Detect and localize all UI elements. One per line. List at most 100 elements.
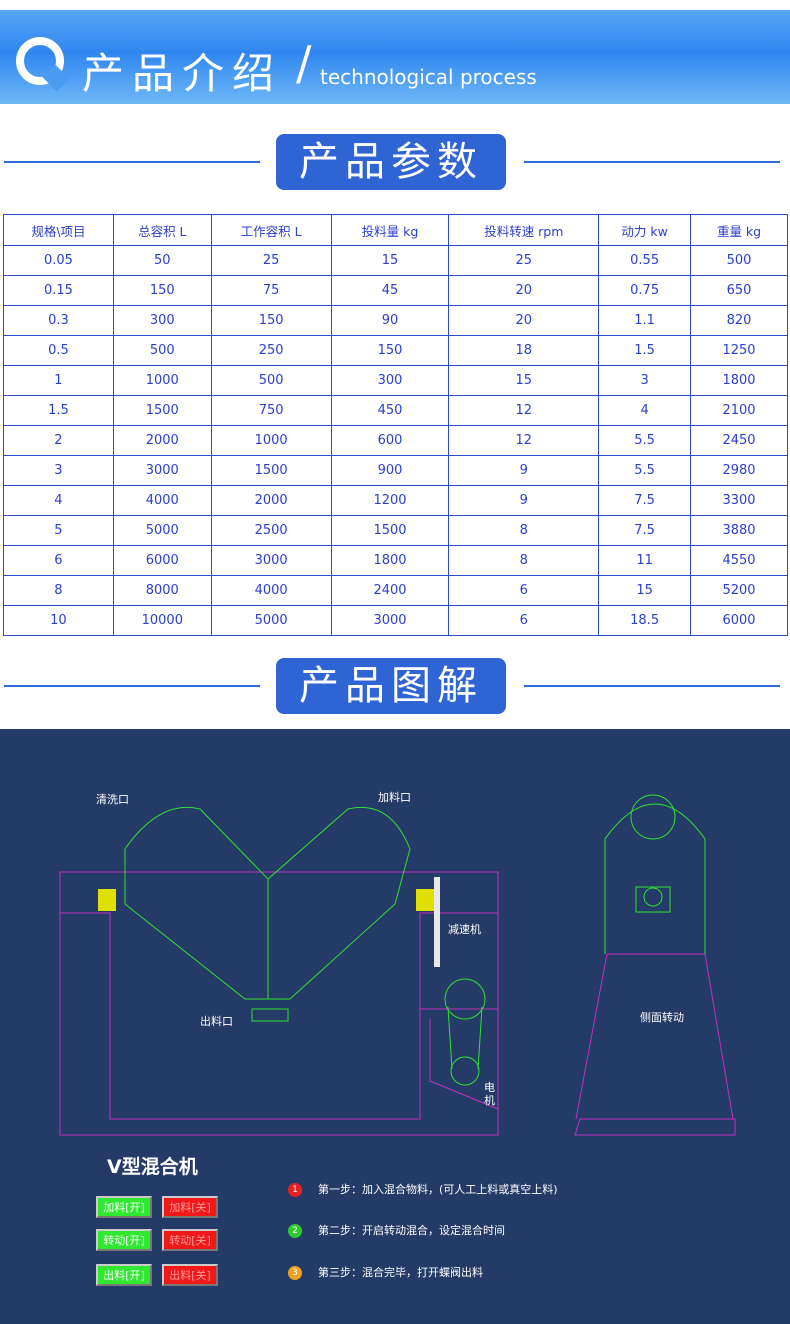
table-cell: 5 [3, 515, 114, 546]
table-cell: 7.5 [598, 515, 692, 546]
table-cell: 5.5 [598, 455, 692, 486]
table-cell: 500 [690, 245, 788, 276]
step-3: 3 第三步：混合完毕，打开蝶阀出料 [288, 1264, 483, 1280]
feed-on-button[interactable]: 加料[开] [96, 1196, 152, 1218]
table-cell: 0.5 [3, 335, 114, 366]
table-cell: 0.55 [598, 245, 692, 276]
table-cell: 1.5 [3, 395, 114, 426]
discharge-on-button[interactable]: 出料[开] [96, 1264, 152, 1286]
section-pill-diagram: 产品图解 [276, 658, 506, 714]
table-cell: 500 [112, 335, 212, 366]
column-header: 动力 kw [598, 214, 692, 246]
table-cell: 300 [330, 365, 450, 396]
table-cell: 8000 [112, 575, 212, 606]
rotate-on-button[interactable]: 转动[开] [96, 1229, 152, 1251]
table-cell: 4000 [210, 575, 332, 606]
table-cell: 20 [448, 305, 600, 336]
logo-ring-icon [16, 37, 64, 85]
step-text: 第一步：加入混合物料，(可人工上料或真空上料) [318, 1183, 558, 1196]
table-cell: 1500 [330, 515, 450, 546]
table-cell: 3 [598, 365, 692, 396]
table-cell: 5000 [112, 515, 212, 546]
table-cell: 650 [690, 275, 788, 306]
step-number-badge: 2 [288, 1224, 302, 1238]
table-cell: 9 [448, 485, 600, 516]
table-cell: 90 [330, 305, 450, 336]
table-cell: 1.5 [598, 335, 692, 366]
column-header: 投料转速 rpm [448, 214, 600, 246]
table-cell: 0.15 [3, 275, 114, 306]
label-motor: 电 机 [484, 1081, 495, 1107]
step-1: 1 第一步：加入混合物料，(可人工上料或真空上料) [288, 1181, 558, 1197]
table-cell: 9 [448, 455, 600, 486]
table-cell: 1000 [112, 365, 212, 396]
reducer-shaft [434, 877, 440, 967]
table-cell: 12 [448, 395, 600, 426]
table-cell: 0.75 [598, 275, 692, 306]
step-number-badge: 1 [288, 1183, 302, 1197]
table-cell: 2000 [210, 485, 332, 516]
table-cell: 4000 [112, 485, 212, 516]
label-feed-port: 加料口 [378, 791, 411, 804]
table-cell: 1 [3, 365, 114, 396]
column-header: 总容积 L [112, 214, 212, 246]
step-text: 第三步：混合完毕，打开蝶阀出料 [318, 1266, 483, 1279]
table-cell: 6 [448, 575, 600, 606]
table-cell: 2500 [210, 515, 332, 546]
table-cell: 500 [210, 365, 332, 396]
table-cell: 1500 [112, 395, 212, 426]
header-banner: 产品介绍 / technological process [0, 10, 790, 104]
table-cell: 3 [3, 455, 114, 486]
table-cell: 11 [598, 545, 692, 576]
table-cell: 1000 [210, 425, 332, 456]
label-side-rotation: 侧面转动 [640, 1011, 684, 1024]
table-cell: 150 [210, 305, 332, 336]
table-cell: 20 [448, 275, 600, 306]
table-cell: 15 [448, 365, 600, 396]
table-cell: 300 [112, 305, 212, 336]
table-cell: 450 [330, 395, 450, 426]
table-cell: 6 [448, 605, 600, 636]
table-cell: 150 [112, 275, 212, 306]
table-cell: 15 [598, 575, 692, 606]
step-text: 第二步：开启转动混合，设定混合时间 [318, 1224, 505, 1237]
step-number-badge: 3 [288, 1266, 302, 1280]
table-cell: 1250 [690, 335, 788, 366]
table-cell: 25 [448, 245, 600, 276]
table-cell: 8 [3, 575, 114, 606]
table-cell: 3300 [690, 485, 788, 516]
rotate-off-button[interactable]: 转动[关] [162, 1229, 218, 1251]
feed-off-button[interactable]: 加料[关] [162, 1196, 218, 1218]
table-cell: 5000 [210, 605, 332, 636]
table-cell: 0.3 [3, 305, 114, 336]
column-header: 规格\项目 [3, 214, 114, 246]
table-cell: 6000 [112, 545, 212, 576]
table-cell: 3880 [690, 515, 788, 546]
table-cell: 3000 [112, 455, 212, 486]
table-cell: 820 [690, 305, 788, 336]
label-wash-port: 清洗口 [96, 793, 129, 806]
table-cell: 3000 [330, 605, 450, 636]
machine-title: V型混合机 [107, 1156, 198, 1178]
discharge-off-button[interactable]: 出料[关] [162, 1264, 218, 1286]
table-cell: 2450 [690, 425, 788, 456]
machine-frame [59, 871, 736, 1136]
table-cell: 8 [448, 515, 600, 546]
table-cell: 6 [3, 545, 114, 576]
table-cell: 15 [330, 245, 450, 276]
column-header: 工作容积 L [210, 214, 332, 246]
table-cell: 10000 [112, 605, 212, 636]
table-cell: 18 [448, 335, 600, 366]
